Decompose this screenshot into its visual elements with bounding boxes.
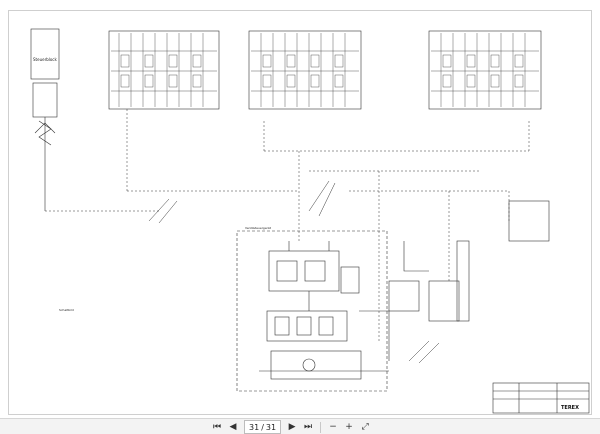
navigation-controls: ⏮ ◀ 31 / 31 ▶ ⏭ − + ⤢ bbox=[210, 420, 372, 434]
schematic-page: Steuerblock Ventilsteuergerät Schaltbild… bbox=[8, 10, 592, 415]
page-indicator[interactable]: 31 / 31 bbox=[244, 420, 282, 434]
zoom-out-icon[interactable]: − bbox=[329, 421, 337, 432]
skip-last-icon[interactable]: ⏭ bbox=[304, 421, 313, 432]
svg-text:Schaltbild: Schaltbild bbox=[59, 308, 74, 312]
svg-text:Steuerblock: Steuerblock bbox=[33, 57, 58, 62]
pdf-toolbar: ⏮ ◀ 31 / 31 ▶ ⏭ − + ⤢ bbox=[0, 418, 600, 434]
next-page-icon[interactable]: ▶ bbox=[288, 421, 296, 432]
current-page: 31 bbox=[249, 422, 260, 432]
svg-text:TEREX: TEREX bbox=[561, 405, 579, 411]
zoom-in-icon[interactable]: + bbox=[345, 421, 353, 432]
skip-first-icon[interactable]: ⏮ bbox=[212, 421, 222, 432]
page-separator: / bbox=[261, 422, 264, 432]
fit-page-icon[interactable]: ⤢ bbox=[361, 421, 369, 432]
total-pages: 31 bbox=[265, 422, 277, 432]
prev-page-icon[interactable]: ◀ bbox=[229, 421, 237, 432]
hydraulic-schematic: Steuerblock Ventilsteuergerät Schaltbild… bbox=[30, 28, 590, 414]
toolbar-divider bbox=[320, 421, 322, 433]
svg-text:Ventilsteuergerät: Ventilsteuergerät bbox=[245, 226, 272, 230]
